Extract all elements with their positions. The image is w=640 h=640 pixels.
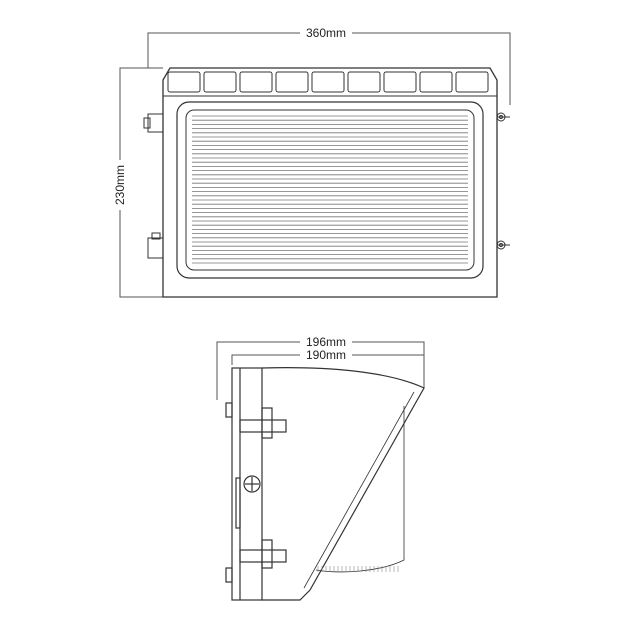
- front-width-label: 360mm: [306, 26, 346, 40]
- side-housing-dimension: 190mm: [231, 348, 424, 365]
- side-screw-icon: [243, 475, 261, 493]
- left-bracket-top: [143, 113, 164, 133]
- front-height-label: 230mm: [113, 165, 127, 205]
- fin: [275, 71, 309, 93]
- right-screw-bottom: [496, 240, 510, 250]
- lens-slats: [192, 115, 468, 264]
- side-view: [225, 367, 425, 601]
- fin: [203, 71, 237, 93]
- fin: [419, 71, 453, 93]
- top-fins: [167, 71, 489, 93]
- fin: [455, 71, 489, 93]
- side-overall-label: 196mm: [306, 335, 346, 349]
- left-bracket-bottom: [147, 232, 164, 259]
- side-bracket-top: [239, 407, 287, 439]
- front-height-dimension: 230mm: [113, 67, 163, 298]
- fin: [167, 71, 201, 93]
- fin: [311, 71, 345, 93]
- fin: [347, 71, 381, 93]
- side-overall-dimension: 196mm: [216, 335, 425, 400]
- front-view: [143, 67, 510, 298]
- right-screw-top: [496, 112, 510, 122]
- fin: [239, 71, 273, 93]
- fin: [383, 71, 417, 93]
- side-housing-label: 190mm: [306, 348, 346, 362]
- front-width-dimension: 360mm: [147, 26, 511, 105]
- side-bracket-bottom: [239, 539, 287, 569]
